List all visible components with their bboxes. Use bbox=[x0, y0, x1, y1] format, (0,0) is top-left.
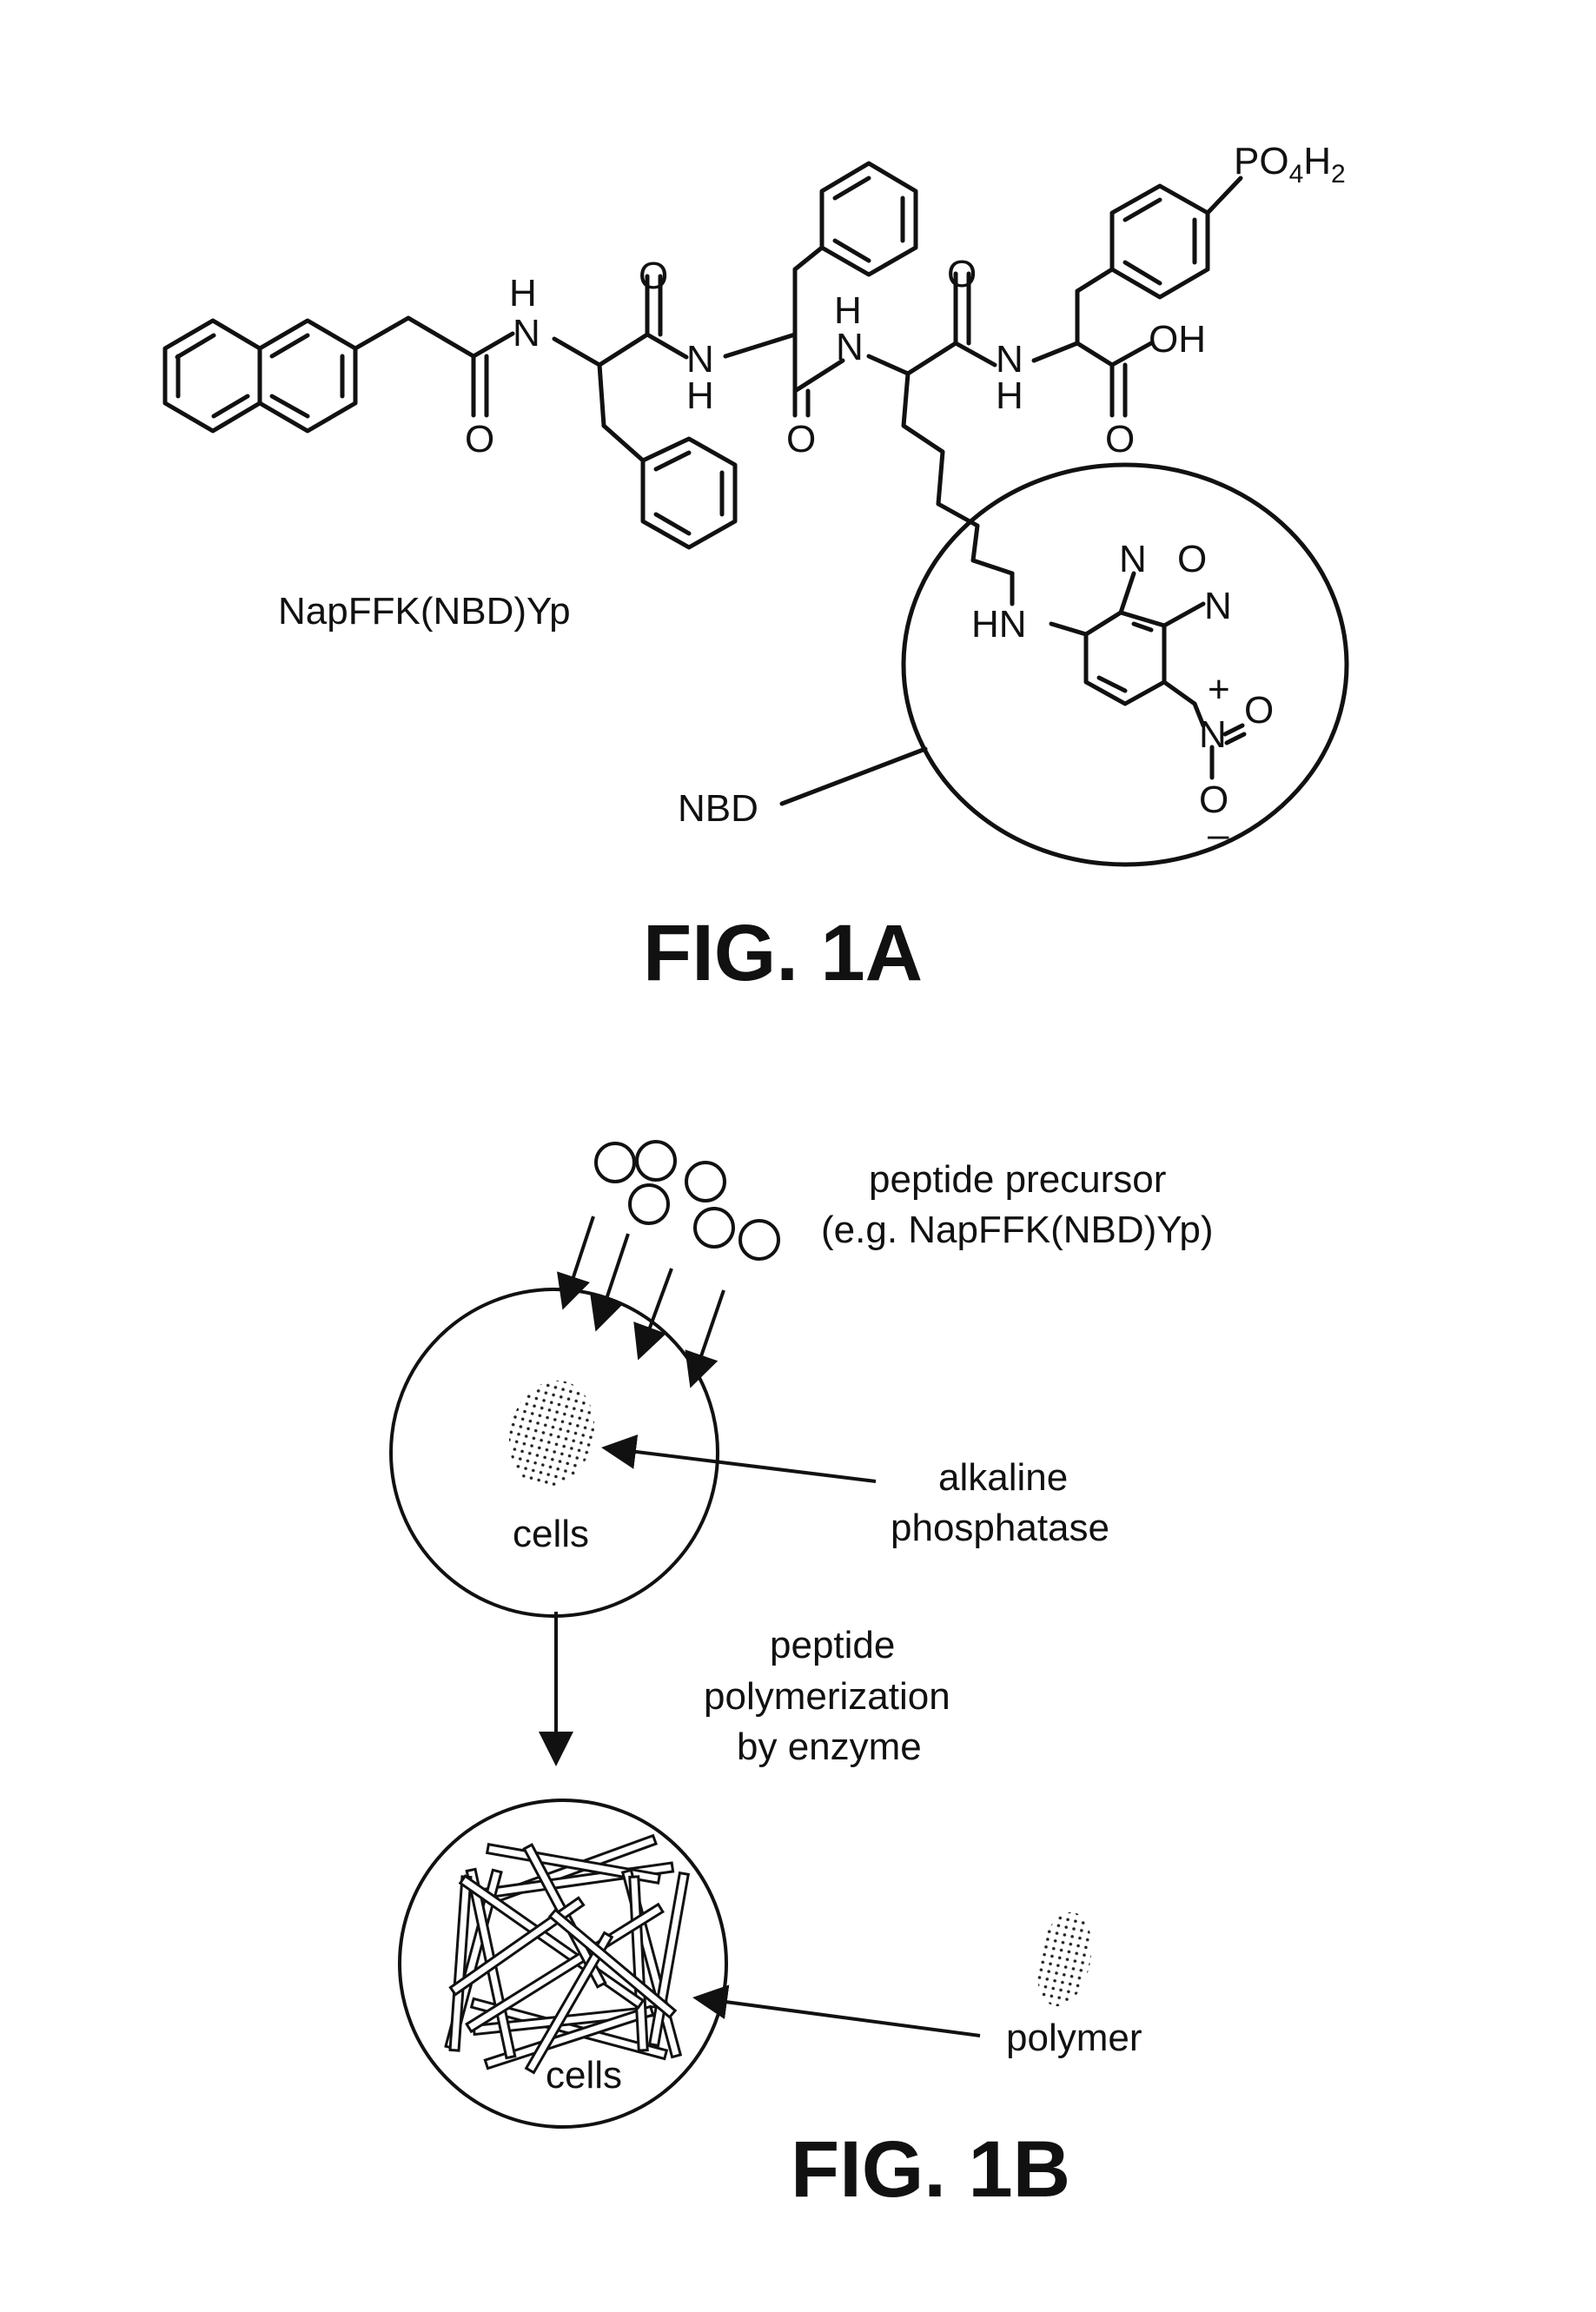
polymer-legend-dots bbox=[1029, 1907, 1100, 2011]
atom-plus: + bbox=[1208, 668, 1230, 711]
atom-h-4: H bbox=[996, 374, 1023, 417]
benzene-ring-phe1 bbox=[643, 439, 735, 547]
naphthalene-ring bbox=[165, 321, 355, 431]
atom-o-1: O bbox=[465, 418, 494, 460]
process-label-line3: by enzyme bbox=[737, 1726, 922, 1768]
atom-minus: – bbox=[1208, 813, 1229, 856]
benzene-ring-tyr bbox=[1112, 186, 1208, 297]
cells-label-top: cells bbox=[513, 1513, 589, 1555]
atom-n-1: H bbox=[509, 272, 537, 315]
figure-label-1b: FIG. 1B bbox=[791, 2125, 1070, 2214]
atom-n-oxadiazole-1: N bbox=[1119, 538, 1147, 580]
atom-n-oxadiazole-2: N bbox=[1204, 585, 1232, 627]
cells-label-bottom: cells bbox=[546, 2054, 622, 2097]
atom-o-oxadiazole: O bbox=[1177, 538, 1207, 580]
atom-oh: OH bbox=[1149, 318, 1206, 361]
fig-1a: H N O O N H O H N O N H OH O PO4H2 HN N … bbox=[165, 140, 1347, 997]
enzyme-label-line2: phosphatase bbox=[891, 1507, 1109, 1549]
atom-h-2: H bbox=[686, 374, 714, 417]
atom-o-nitro-1: O bbox=[1244, 689, 1274, 732]
precursor-label-line2: (e.g. NapFFK(NBD)Yp) bbox=[821, 1209, 1214, 1251]
atom-n-1b: N bbox=[513, 312, 540, 354]
nbd-label: NBD bbox=[678, 787, 758, 830]
atom-o-5: O bbox=[1105, 418, 1135, 460]
process-label-line1: peptide bbox=[770, 1624, 895, 1666]
benzene-ring-phe2 bbox=[822, 163, 916, 275]
enzyme-label-line1: alkaline bbox=[938, 1456, 1068, 1499]
figure-label-1a: FIG. 1A bbox=[643, 909, 923, 997]
atom-o-2: O bbox=[639, 255, 668, 297]
polymer-arrow bbox=[699, 1998, 980, 2036]
polymer-fibers bbox=[446, 1836, 688, 2073]
enzyme-arrow bbox=[608, 1448, 876, 1481]
chemical-structure: H N O O N H O H N O N H OH O PO4H2 HN N … bbox=[165, 140, 1347, 865]
atom-hn-nbd: HN bbox=[971, 603, 1027, 646]
atom-po4h2: PO4H2 bbox=[1234, 140, 1346, 189]
precursor-circles bbox=[596, 1142, 778, 1259]
process-label-line2: polymerization bbox=[704, 1675, 950, 1718]
enzyme-dotted-area bbox=[498, 1371, 606, 1497]
polymer-label: polymer bbox=[1006, 2017, 1142, 2059]
atom-n-nitro: N bbox=[1199, 713, 1227, 756]
compound-name-label: NapFFK(NBD)Yp bbox=[278, 590, 571, 633]
fig-1b: peptide precursor (e.g. NapFFK(NBD)Yp) c… bbox=[391, 1142, 1214, 2214]
atom-n-3: N bbox=[836, 326, 864, 368]
atom-o-3: O bbox=[786, 418, 816, 460]
precursor-label-line1: peptide precursor bbox=[869, 1158, 1166, 1201]
atom-o-4: O bbox=[947, 253, 977, 295]
nbd-leader-line bbox=[782, 749, 925, 804]
nbd-group-ellipse bbox=[904, 465, 1347, 865]
